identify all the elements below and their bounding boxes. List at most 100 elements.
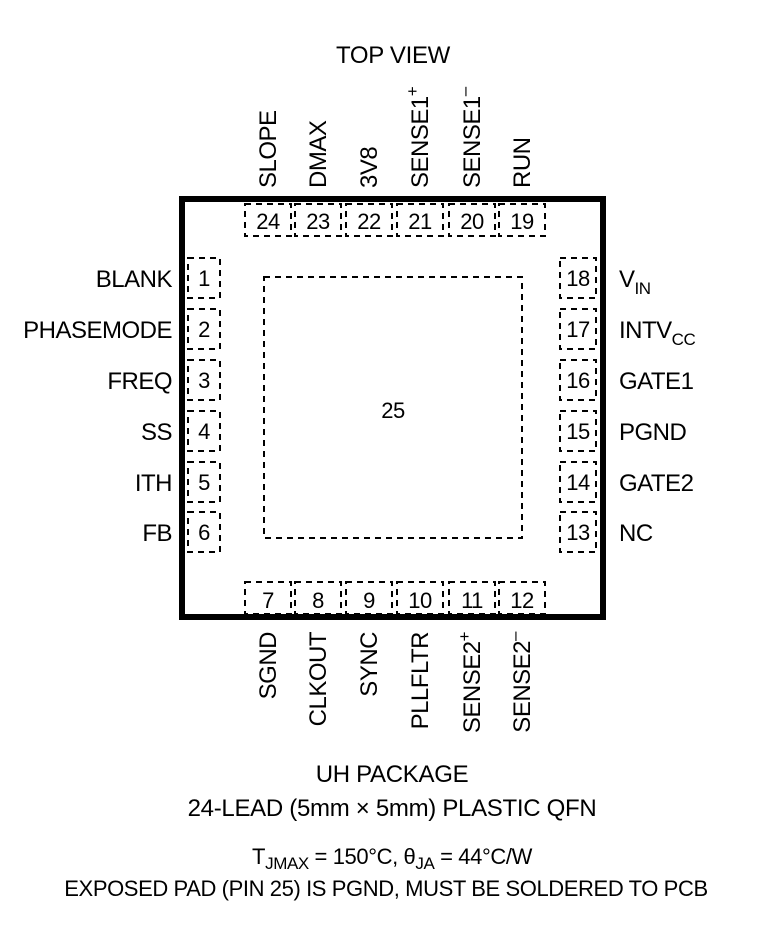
pin-number: 15 [566, 419, 590, 444]
exposed-pad [263, 276, 523, 539]
pin-name: INTVCC [619, 317, 695, 349]
pin-pad [294, 203, 342, 237]
pin-name: SLOPE [255, 110, 282, 188]
pin-pad [559, 410, 597, 452]
pin-23: 23 DMAX [294, 120, 342, 237]
package-name: UH PACKAGE [316, 761, 469, 788]
pin-number: 18 [566, 266, 590, 291]
pin-name: FREQ [107, 368, 172, 395]
pin-pad [559, 257, 597, 299]
thermal-spec: TJMAX = 150°C, θJA = 44°C/W [252, 844, 533, 873]
pin-pad [396, 203, 444, 237]
pin-name: NC [619, 520, 653, 547]
pin-pad [448, 203, 496, 237]
pin-name: PGND [619, 419, 687, 446]
tj-subscript: JMAX [265, 854, 309, 873]
pin-number: 11 [461, 588, 483, 613]
pin-number: 8 [312, 588, 324, 613]
pin-5: 5 ITH [135, 461, 221, 503]
pin-name: SENSE1+ [403, 86, 434, 188]
pin-name: PLLFLTR [407, 632, 434, 730]
pin-name: PHASEMODE [23, 317, 172, 344]
pin-name: SENSE1– [455, 86, 486, 188]
tj-symbol: T [252, 844, 265, 869]
pin-number: 9 [363, 588, 375, 613]
pins-layer: 24SLOPE23DMAX223V821SENSE1+20SENSE1–19RU… [23, 86, 696, 733]
pin-pad [187, 410, 221, 452]
pin-pad [187, 359, 221, 401]
pin-number: 24 [256, 209, 280, 234]
pin-pad [396, 581, 444, 615]
pin-4: 4 SS [141, 410, 221, 452]
pin-pad [187, 308, 221, 350]
tj-value: = 150°C, [309, 844, 404, 869]
pin-14: 14 GATE2 [559, 461, 694, 503]
pin-name: 3V8 [356, 147, 383, 188]
pin-number: 17 [566, 317, 590, 342]
pin-pad [559, 308, 597, 350]
pin-number: 22 [357, 209, 381, 234]
pin-number: 13 [566, 520, 590, 545]
pin-number: 14 [566, 470, 590, 495]
pin-22: 22 3V8 [345, 147, 393, 237]
pin-pad [187, 511, 221, 553]
pin-number: 12 [510, 588, 534, 613]
pin-15: 15 PGND [559, 410, 687, 452]
pin-number: 10 [408, 588, 432, 613]
pin-1: 1 BLANK [96, 257, 221, 299]
pin-pad [187, 257, 221, 299]
pin-pad [244, 203, 292, 237]
pin-name: DMAX [305, 120, 332, 188]
pin-pad [498, 581, 546, 615]
pin-name: ITH [135, 470, 172, 497]
pin-number: 5 [198, 470, 210, 495]
theta-value: = 44°C/W [434, 844, 532, 869]
pin-6: 6 FB [142, 511, 221, 553]
pin-number: 16 [566, 368, 590, 393]
pin-pad [498, 203, 546, 237]
pin-pad [345, 581, 393, 615]
pin-name: SYNC [356, 632, 383, 697]
pin-number: 20 [460, 209, 484, 234]
pin-name: FB [142, 520, 172, 547]
pin-21: 21 SENSE1+ [396, 86, 444, 237]
pin-number: 7 [262, 588, 274, 613]
pin-name: SGND [255, 632, 282, 700]
pin-pad [559, 461, 597, 503]
pin-pad [559, 359, 597, 401]
exposed-pad-number: 25 [381, 398, 405, 423]
theta-symbol: θ [404, 844, 416, 869]
pin-name: SS [141, 419, 172, 446]
pin-2: 2 PHASEMODE [23, 308, 221, 350]
pin-name: GATE2 [619, 470, 694, 497]
exposed-pad-note: EXPOSED PAD (PIN 25) IS PGND, MUST BE SO… [64, 876, 707, 901]
pin-name: BLANK [96, 266, 173, 293]
pin-24: 24 SLOPE [244, 110, 292, 237]
pin-name: SENSE2– [505, 631, 536, 733]
pin-number: 2 [198, 317, 210, 342]
package-description: 24-LEAD (5mm × 5mm) PLASTIC QFN [188, 795, 597, 822]
pin-number: 23 [306, 209, 330, 234]
pin-name: RUN [509, 138, 536, 189]
theta-subscript: JA [415, 854, 435, 873]
pin-number: 21 [408, 209, 432, 234]
pin-name: GATE1 [619, 368, 694, 395]
pin-13: 13 NC [559, 511, 653, 553]
package-body [179, 196, 606, 620]
pin-name: VIN [619, 266, 651, 298]
pin-number: 4 [198, 419, 210, 444]
pin-16: 16 GATE1 [559, 359, 694, 401]
pin-number: 6 [198, 520, 210, 545]
pin-pad [294, 581, 342, 615]
pin-name: CLKOUT [305, 631, 332, 726]
pin-pad [187, 461, 221, 503]
pin-17: 17 INTVCC [559, 308, 696, 350]
pin-number: 1 [198, 266, 210, 291]
